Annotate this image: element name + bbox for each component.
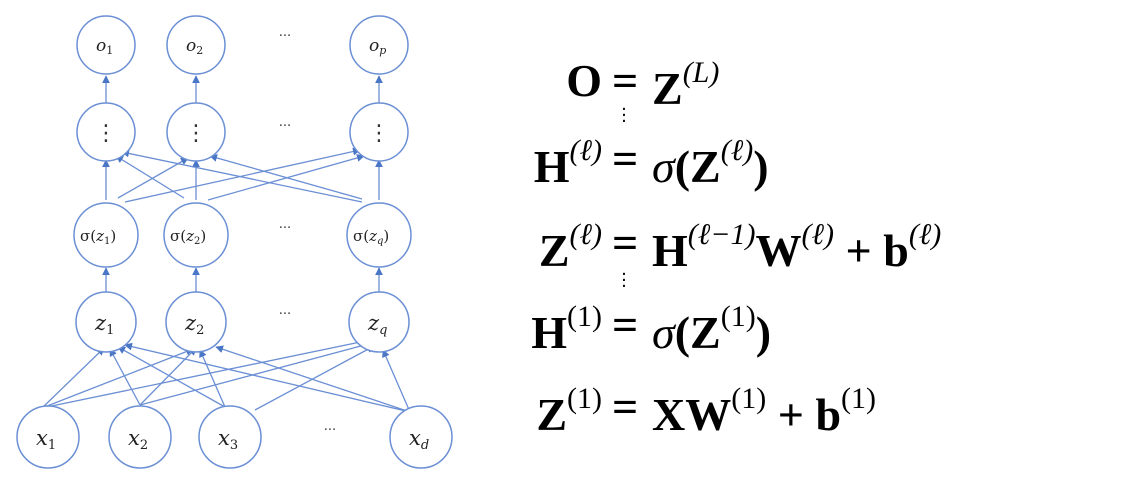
eq3-h-sup: (ℓ−1) <box>687 218 756 251</box>
edges-activation-to-hidden <box>102 147 383 203</box>
eq2-rhs-sup: (ℓ) <box>720 134 754 167</box>
eq4-rhs-sup: (1) <box>720 300 756 333</box>
eq4-open-paren: ( <box>674 307 691 358</box>
preactivation-node-1 <box>75 291 137 353</box>
eq3-w: W <box>755 225 802 276</box>
eq2-rhs-z: Z <box>690 141 721 192</box>
eq3-plus: + <box>845 225 872 276</box>
equation-first-linear: Z(1) = XW(1) + b(1) <box>470 376 1110 438</box>
equations-block: O = Z(L) ··· H(ℓ) = σ(Z(ℓ)) Z(ℓ) = H(ℓ−1… <box>470 50 1110 470</box>
eq3-lhs-sup: (ℓ) <box>569 218 602 251</box>
eq3-h: H <box>652 225 688 276</box>
eq5-b-sup: (1) <box>841 382 877 415</box>
eq4-sigma: σ <box>652 307 675 358</box>
hidden-dots-label-2: ⋮ <box>185 121 207 146</box>
output-node-1 <box>76 15 136 75</box>
activation-node-1 <box>73 202 139 268</box>
ellipsis-preactivation-row: ··· <box>279 307 291 322</box>
hidden-dots-node-q <box>349 102 409 162</box>
eq2-lhs-sup: (ℓ) <box>569 134 602 167</box>
eq3-lhs-z: Z <box>538 225 570 276</box>
vdots-2: ··· <box>621 264 627 297</box>
hidden-dots-node-1 <box>76 102 136 162</box>
equation-hidden-linear: Z(ℓ) = H(ℓ−1)W(ℓ) + b(ℓ) <box>470 212 1110 274</box>
hidden-dots-label-q: ⋮ <box>368 121 390 146</box>
eq4-close-paren: ) <box>755 307 772 358</box>
activation-node-q <box>346 202 412 268</box>
eq5-lhs-sup: (1) <box>567 382 602 415</box>
eq3-equals: = <box>612 217 639 268</box>
input-node-d <box>389 405 453 469</box>
ellipsis-hidden-row: ··· <box>279 119 291 134</box>
eq1-equals: = <box>612 55 639 106</box>
hidden-dots-label-1: ⋮ <box>95 121 117 146</box>
edges-hidden-to-output <box>102 75 383 104</box>
preactivation-node-2 <box>165 291 227 353</box>
activation-node-2 <box>163 202 229 268</box>
eq1-lhs: O <box>566 55 602 106</box>
eq4-lhs-sup: (1) <box>567 300 602 333</box>
vdots-1: ··· <box>621 99 627 132</box>
eq2-close-paren: ) <box>753 141 769 192</box>
eq3-w-sup: (ℓ) <box>801 218 834 251</box>
edges-z-to-activation <box>102 267 383 292</box>
eq3-b-sup: (ℓ) <box>908 218 942 251</box>
ellipsis-output-row: ··· <box>279 29 291 44</box>
eq1-rhs-z: Z <box>652 63 683 114</box>
equation-output: O = Z(L) <box>470 50 1110 112</box>
eq2-lhs-h: H <box>533 141 570 192</box>
eq4-rhs-z: Z <box>690 307 721 358</box>
eq2-open-paren: ( <box>674 141 691 192</box>
ellipsis-input-row: ··· <box>324 423 336 438</box>
eq5-plus: + <box>777 389 804 440</box>
eq5-equals: = <box>612 381 639 432</box>
ellipsis-activation-row: ··· <box>279 221 291 236</box>
eq1-rhs-sup: (L) <box>682 56 720 89</box>
input-node-1 <box>16 405 80 469</box>
eq2-equals: = <box>612 133 639 184</box>
hidden-dots-node-2 <box>166 102 226 162</box>
eq2-sigma: σ <box>652 141 675 192</box>
edges-input-to-z <box>41 337 411 413</box>
eq3-b: b <box>883 225 909 276</box>
input-node-2 <box>108 405 172 469</box>
output-node-2 <box>166 15 226 75</box>
mlp-network-diagram: o1 o2 op σ(z1) σ(z2) σ(zq) z1 z2 zq x1 x… <box>16 15 453 469</box>
activation-label-2: σ(z2) <box>170 227 206 247</box>
equation-hidden-activation: H(ℓ) = σ(Z(ℓ)) <box>470 128 1110 190</box>
equation-first-activation: H(1) = σ(Z(1)) <box>470 294 1110 356</box>
eq5-lhs-z: Z <box>536 389 568 440</box>
preactivation-node-q <box>348 291 410 353</box>
input-node-3 <box>198 405 262 469</box>
activation-label-q: σ(zq) <box>353 227 389 247</box>
output-node-p <box>349 15 409 75</box>
activation-label-1: σ(z1) <box>80 227 116 247</box>
eq5-b: b <box>815 389 842 440</box>
eq4-equals: = <box>612 299 639 350</box>
eq5-xw: XW <box>652 389 732 440</box>
eq5-xw-sup: (1) <box>731 382 767 415</box>
eq4-lhs-h: H <box>531 307 568 358</box>
